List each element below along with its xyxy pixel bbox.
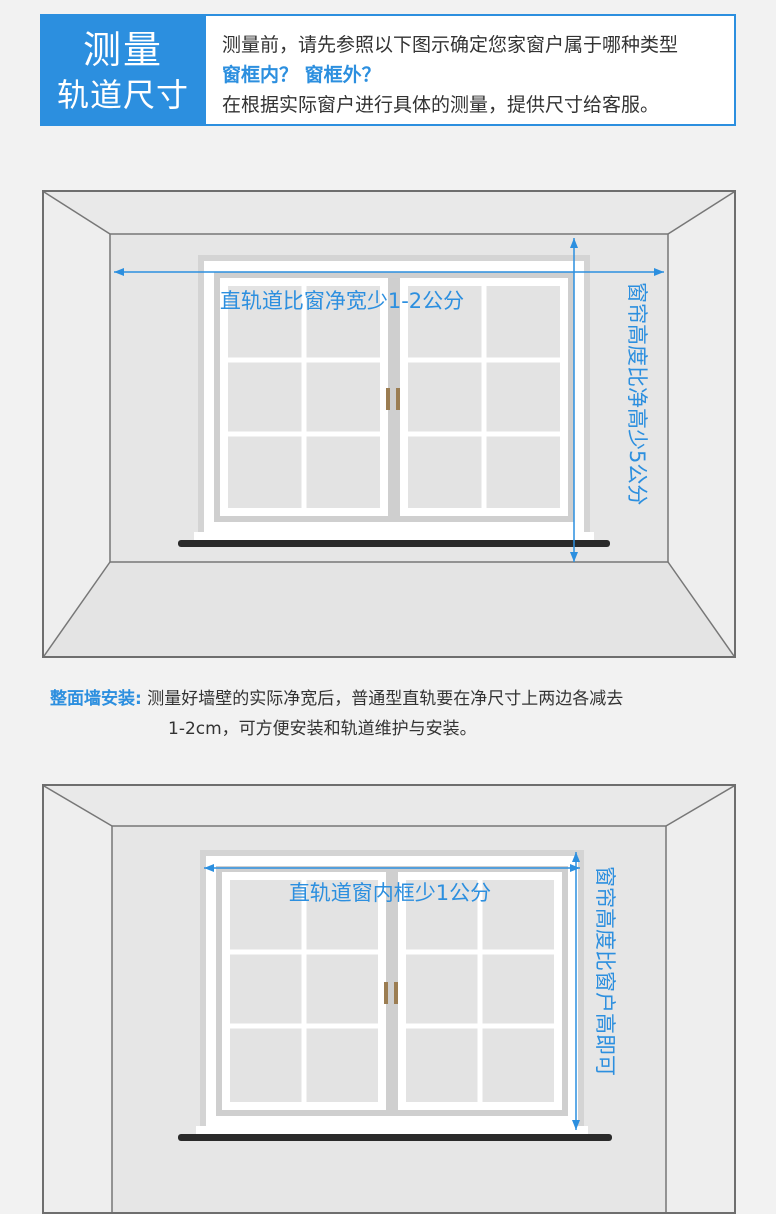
- badge-title-line1: 测量: [82, 28, 163, 72]
- window-illustration: [194, 255, 594, 540]
- wall-mount-illustration: 直轨道比窗净宽少1-2公分 窗帘高度比净高少5公分: [44, 192, 734, 656]
- badge-title-line2: 轨道尺寸: [56, 76, 189, 114]
- frame-mount-illustration: 直轨道窗内框少1公分 窗帘高度比窗户高即可: [44, 786, 734, 1212]
- curtain-track: [178, 1134, 612, 1141]
- header-line3: 在根据实际窗户进行具体的测量，提供尺寸给客服。: [222, 94, 660, 116]
- height-label: 窗帘高度比窗户高即可: [593, 866, 617, 1076]
- note-line1: 整面墙安装: 测量好墙壁的实际净宽后，普通型直轨要在净尺寸上两边各减去: [50, 684, 623, 709]
- height-label: 窗帘高度比净高少5公分: [625, 282, 649, 505]
- note-label: 整面墙安装:: [50, 689, 142, 709]
- curtain-track: [178, 540, 610, 547]
- width-arrow: [114, 268, 664, 276]
- width-label: 直轨道比窗净宽少1-2公分: [220, 289, 464, 313]
- header-line2: 窗框内？ 窗框外？: [222, 64, 381, 86]
- height-arrow: [572, 852, 580, 1130]
- note-text-line1: 测量好墙壁的实际净宽后，普通型直轨要在净尺寸上两边各减去: [147, 689, 624, 709]
- diagram-frame-mount: 直轨道窗内框少1公分 窗帘高度比窗户高即可: [42, 784, 736, 1214]
- height-arrow: [570, 238, 578, 562]
- width-label: 直轨道窗内框少1公分: [289, 881, 491, 905]
- note-text-line2: 1-2cm，可方便安装和轨道维护与安装。: [168, 719, 477, 739]
- header-badge: 测量 轨道尺寸: [40, 14, 206, 126]
- header-line1: 测量前，请先参照以下图示确定您家窗户属于哪种类型: [222, 34, 679, 56]
- diagram-wall-mount: 直轨道比窗净宽少1-2公分 窗帘高度比净高少5公分: [42, 190, 736, 658]
- width-arrow: [204, 864, 580, 872]
- window-illustration: [196, 850, 588, 1134]
